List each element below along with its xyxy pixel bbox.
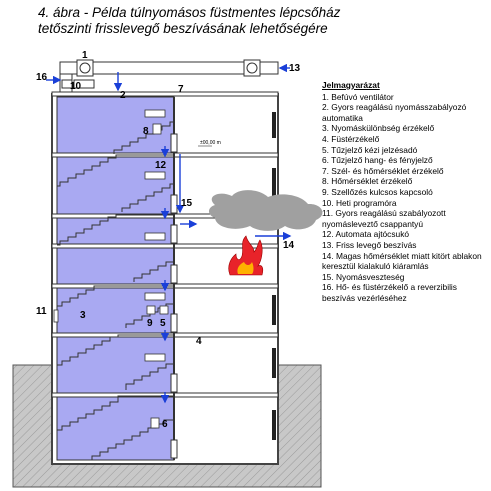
figure-title: 4. ábra - Példa túlnyomásos füstmentes l… (38, 5, 478, 37)
callout-14: 14 (283, 240, 295, 251)
callout-11: 11 (36, 306, 47, 317)
callout-10: 10 (70, 81, 82, 92)
legend-item: 4. Füstérzékelő (322, 133, 380, 144)
legend-item: 3. Nyomáskülönbség érzékelő (322, 123, 435, 134)
callout-9: 9 (147, 318, 153, 329)
relief-damper-device (53, 309, 59, 323)
level-mark: ±00,00 m (200, 140, 221, 146)
legend-item: 5. Tűzjelző kézi jelzésadó (322, 144, 418, 155)
windows (272, 112, 276, 440)
smoke-cloud (208, 190, 323, 231)
legend-item: 1. Befúvó ventilátor (322, 91, 394, 102)
callout-12: 12 (155, 160, 167, 171)
temperature-sensor-device (152, 123, 162, 135)
stairwell (56, 96, 175, 461)
sounder-device (150, 417, 160, 429)
callout-2: 2 (120, 90, 126, 101)
callout-6: 6 (162, 419, 168, 430)
callout-3: 3 (80, 310, 86, 321)
legend-item: 16. Hő- és füstérzékelő a reverzibilis b… (322, 282, 457, 303)
legend-item: 11. Gyors reagálású szabályozott nyomásl… (322, 208, 446, 229)
callout-15: 15 (181, 198, 193, 209)
key-switch-device (146, 305, 156, 315)
legend-item: 7. Szél- és hőmérséklet érzékelő (322, 165, 444, 176)
title-line-1: 4. ábra - Példa túlnyomásos füstmentes l… (38, 5, 341, 20)
callout-numbers: 1 2 3 4 5 6 7 8 9 10 11 12 13 14 15 16 (36, 50, 301, 430)
roof-duct (59, 59, 279, 92)
airflow-arrows (46, 63, 292, 404)
manual-call-point-device (159, 305, 169, 315)
legend-item: 13. Friss levegő beszívás (322, 239, 417, 250)
door-closers (144, 109, 166, 362)
title-line-2: tetőszinti frisslevegő beszívásának lehe… (38, 21, 328, 36)
legend-item: 2. Gyors reagálású nyomásszabályozó auto… (322, 102, 467, 123)
legend-heading: Jelmagyarázat (322, 80, 380, 90)
fire (228, 235, 264, 276)
callout-4: 4 (196, 336, 202, 347)
doors (170, 133, 178, 459)
legend: Jelmagyarázat 1. Befúvó ventilátor 2. Gy… (322, 80, 490, 303)
callout-8: 8 (143, 126, 149, 137)
callout-7: 7 (178, 84, 184, 95)
callout-16: 16 (36, 72, 48, 83)
legend-item: 6. Tűzjelző hang- és fényjelző (322, 155, 433, 166)
legend-item: 8. Hőmérséklet érzékelő (322, 176, 413, 187)
legend-item: 9. Szellőzés kulcsos kapcsoló (322, 186, 433, 197)
callout-1: 1 (82, 50, 88, 61)
legend-item: 12. Automata ajtócsukó (322, 229, 410, 240)
legend-item: 10. Heti programóra (322, 197, 397, 208)
legend-item: 14. Magas hőmérséklet miatt kitört ablak… (322, 250, 482, 272)
callout-13: 13 (289, 63, 301, 74)
legend-item: 15. Nyomásveszteség (322, 271, 405, 282)
callout-5: 5 (160, 318, 166, 329)
